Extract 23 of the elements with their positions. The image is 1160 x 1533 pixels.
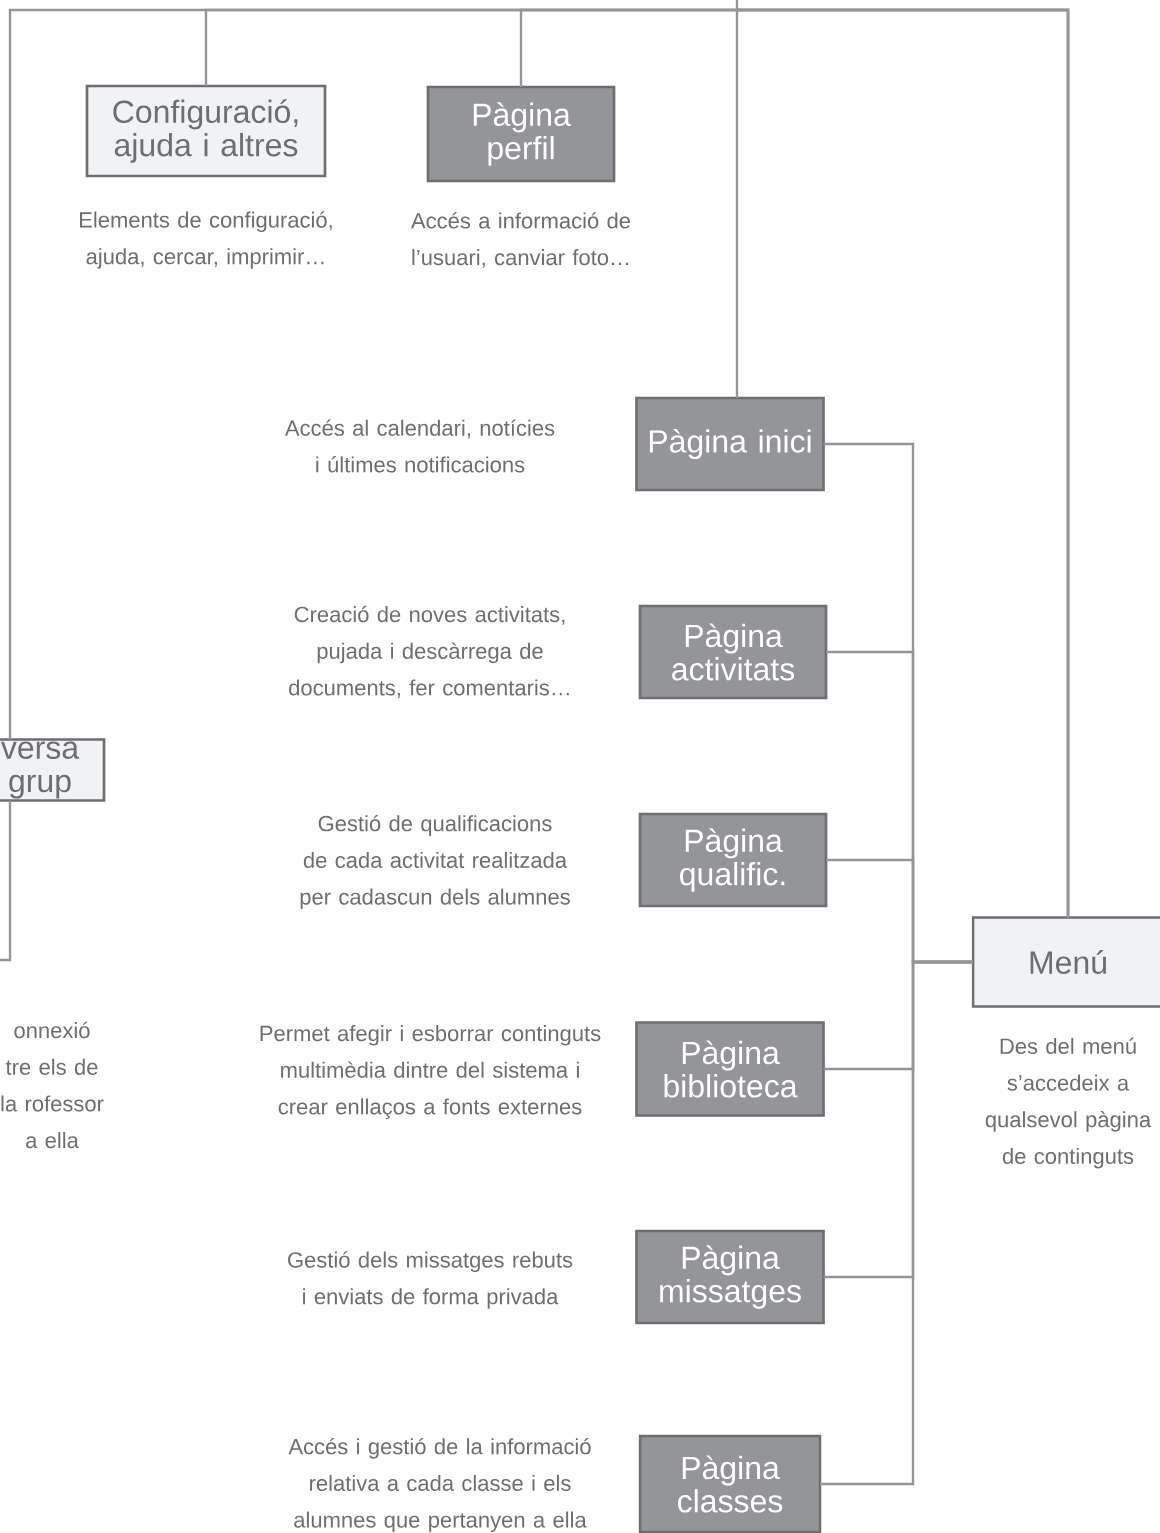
description-text: Gestió dels missatges rebuts i enviats de forma privada: [288, 1251, 573, 1309]
description-text: Elements de configuració, ajuda, cercar, imprimir…: [80, 211, 332, 269]
page-box: Pàgina activitats: [638, 604, 828, 700]
page-box: Pàgina perfil: [426, 85, 616, 183]
menu-box: Configuració, ajuda i altres: [85, 84, 327, 178]
description-text: Des del menú s’accedeix a qualsevol pàgina de continguts: [985, 1037, 1152, 1169]
connector-line: [0, 800, 12, 962]
description-text: Permet afegir i esborrar continguts multimèdia dintre del sistema i crear enllaços a fonts externes: [260, 1025, 601, 1119]
connector-line: [735, 0, 1070, 919]
description-text: Accés i gestió de la informació relativa a cada classe i els alumnes que pertanyen a ella: [288, 1437, 591, 1533]
page-box: Pàgina biblioteca: [635, 1021, 825, 1117]
page-box: Pàgina classes: [638, 1434, 822, 1533]
description-text: Accés al calendari, notícies i últimes notificacions: [284, 419, 555, 473]
page-box: Pàgina missatges: [635, 1229, 825, 1325]
page-box: Pàgina inici: [635, 396, 825, 492]
connector-line: [820, 960, 973, 1486]
menu-box: versa grup: [0, 738, 106, 802]
description-text: Gestió de qualificacions de cada activitat realitzada per cadascun dels alumnes: [300, 814, 570, 910]
description-text: onnexió tre els de la rofessor a ella: [1, 1021, 104, 1149]
description-text: Creació de noves activitats, pujada i descàrrega de documents, fer comentaris…: [289, 605, 569, 699]
menu-box: Menú: [971, 916, 1160, 1008]
description-text: Accés a informació de l’usuari, canviar foto…: [411, 212, 630, 268]
page-box: Pàgina qualific.: [638, 812, 828, 908]
